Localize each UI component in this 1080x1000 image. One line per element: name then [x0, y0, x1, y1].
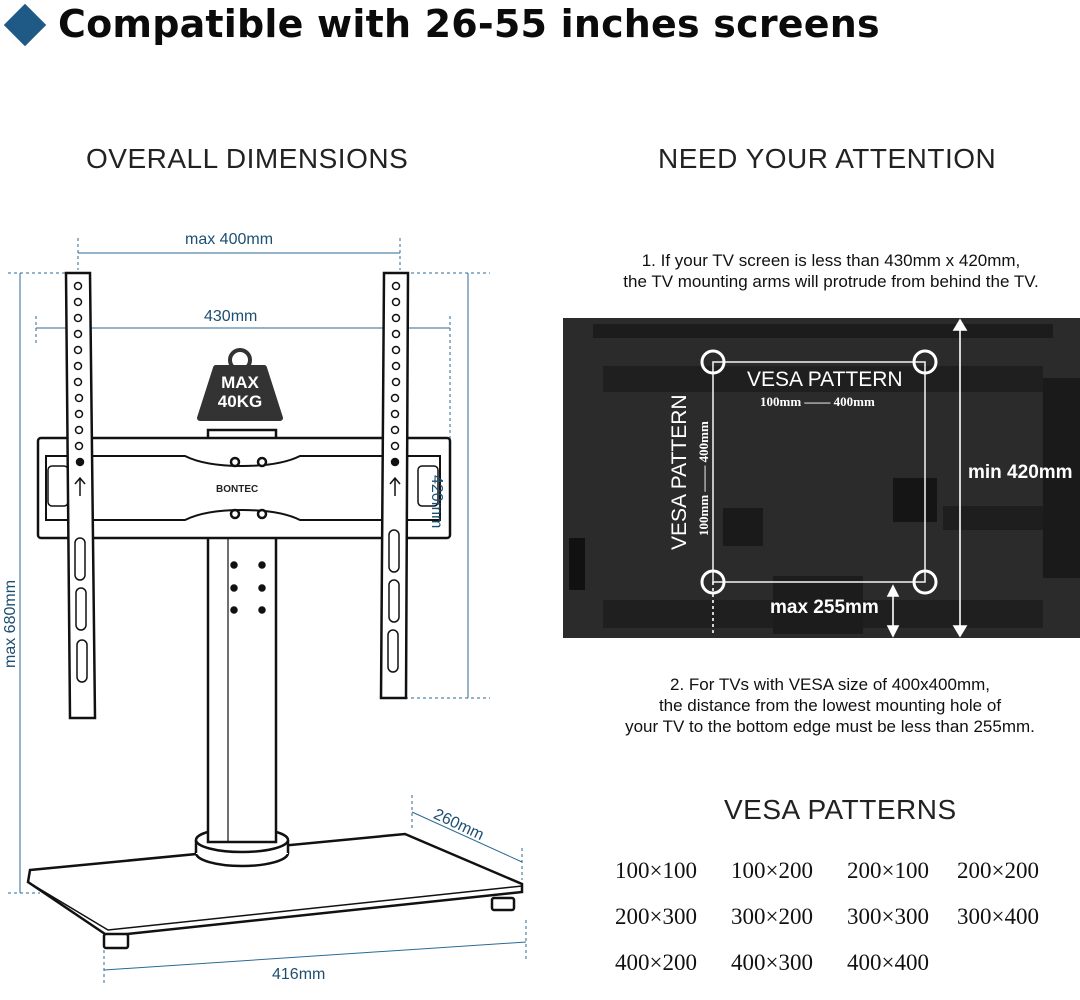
vesa-pattern-item: 200×100: [847, 858, 929, 883]
max-255-label: max 255mm: [770, 597, 879, 618]
min-420-label: min 420mm: [968, 462, 1073, 483]
vesa-pattern-item: 100×100: [615, 858, 697, 883]
right-vertical-arm: [379, 271, 410, 700]
attention-title: NEED YOUR ATTENTION: [658, 143, 997, 174]
note-1-line-1: 1. If your TV screen is less than 430mm …: [641, 251, 1021, 270]
vesa-pattern-item: 400×200: [615, 950, 697, 975]
vesa-pattern-item: 300×400: [957, 904, 1039, 929]
vesa-pattern-item: 200×300: [615, 904, 697, 929]
horizontal-bracket: [36, 436, 452, 540]
dimension-430: [35, 316, 451, 460]
brand-label: BONTEC: [216, 484, 259, 495]
label-max-400: max 400mm: [185, 231, 274, 248]
tv-back-diagram: [563, 318, 1080, 638]
vesa-patterns-grid: 100×100 100×200 200×100 200×200 200×300 …: [615, 858, 1075, 976]
note-2-line-3: your TV to the bottom edge must be less …: [625, 717, 1035, 736]
note-2-line-1: 2. For TVs with VESA size of 400x400mm,: [670, 675, 990, 694]
weight-badge-line2: 40KG: [217, 392, 263, 411]
label-430: 430mm: [204, 308, 258, 325]
vesa-pattern-item: 400×300: [731, 950, 813, 975]
dimension-420: [405, 272, 490, 699]
vesa-patterns-title: VESA PATTERNS: [724, 794, 957, 825]
vesa-pattern-item: 300×300: [847, 904, 929, 929]
stand-diagram: [8, 238, 527, 986]
vesa-pattern-item: 400×400: [847, 950, 929, 975]
note-1-line-2: the TV mounting arms will protrude from …: [623, 272, 1039, 291]
label-416: 416mm: [272, 966, 326, 983]
dimension-max-400: [77, 238, 401, 270]
dimension-260: [411, 795, 523, 880]
label-max-680: max 680mm: [2, 579, 19, 668]
diamond-bullet-icon: [3, 3, 47, 47]
dimension-max-680: [8, 272, 70, 894]
vesa-pattern-item: 100×200: [731, 858, 813, 883]
vesa-pattern-item: 200×200: [957, 858, 1039, 883]
dimension-416: [103, 920, 527, 986]
page-title: Compatible with 26-55 inches screens: [58, 2, 880, 46]
left-vertical-arm: [64, 271, 97, 720]
weight-badge-icon: [197, 348, 283, 421]
stand-column: [206, 528, 278, 844]
vesa-horizontal-range: 100mm —— 400mm: [760, 394, 875, 409]
vesa-vertical-range: 100mm —— 400mm: [696, 421, 711, 536]
stand-base: [26, 832, 524, 950]
note-1: 1. If your TV screen is less than 430mm …: [566, 250, 1080, 292]
note-2: 2. For TVs with VESA size of 400x400mm, …: [580, 674, 1080, 737]
label-420: 420mm: [428, 475, 445, 529]
overall-dimensions-title: OVERALL DIMENSIONS: [86, 143, 409, 174]
vesa-horizontal-label: VESA PATTERN: [747, 368, 903, 391]
vesa-vertical-label: VESA PATTERN: [668, 394, 691, 550]
weight-badge-label: MAX 40KG: [200, 373, 280, 411]
vesa-pattern-item: 300×200: [731, 904, 813, 929]
note-2-line-2: the distance from the lowest mounting ho…: [658, 696, 1002, 715]
weight-badge-line1: MAX: [221, 373, 259, 392]
